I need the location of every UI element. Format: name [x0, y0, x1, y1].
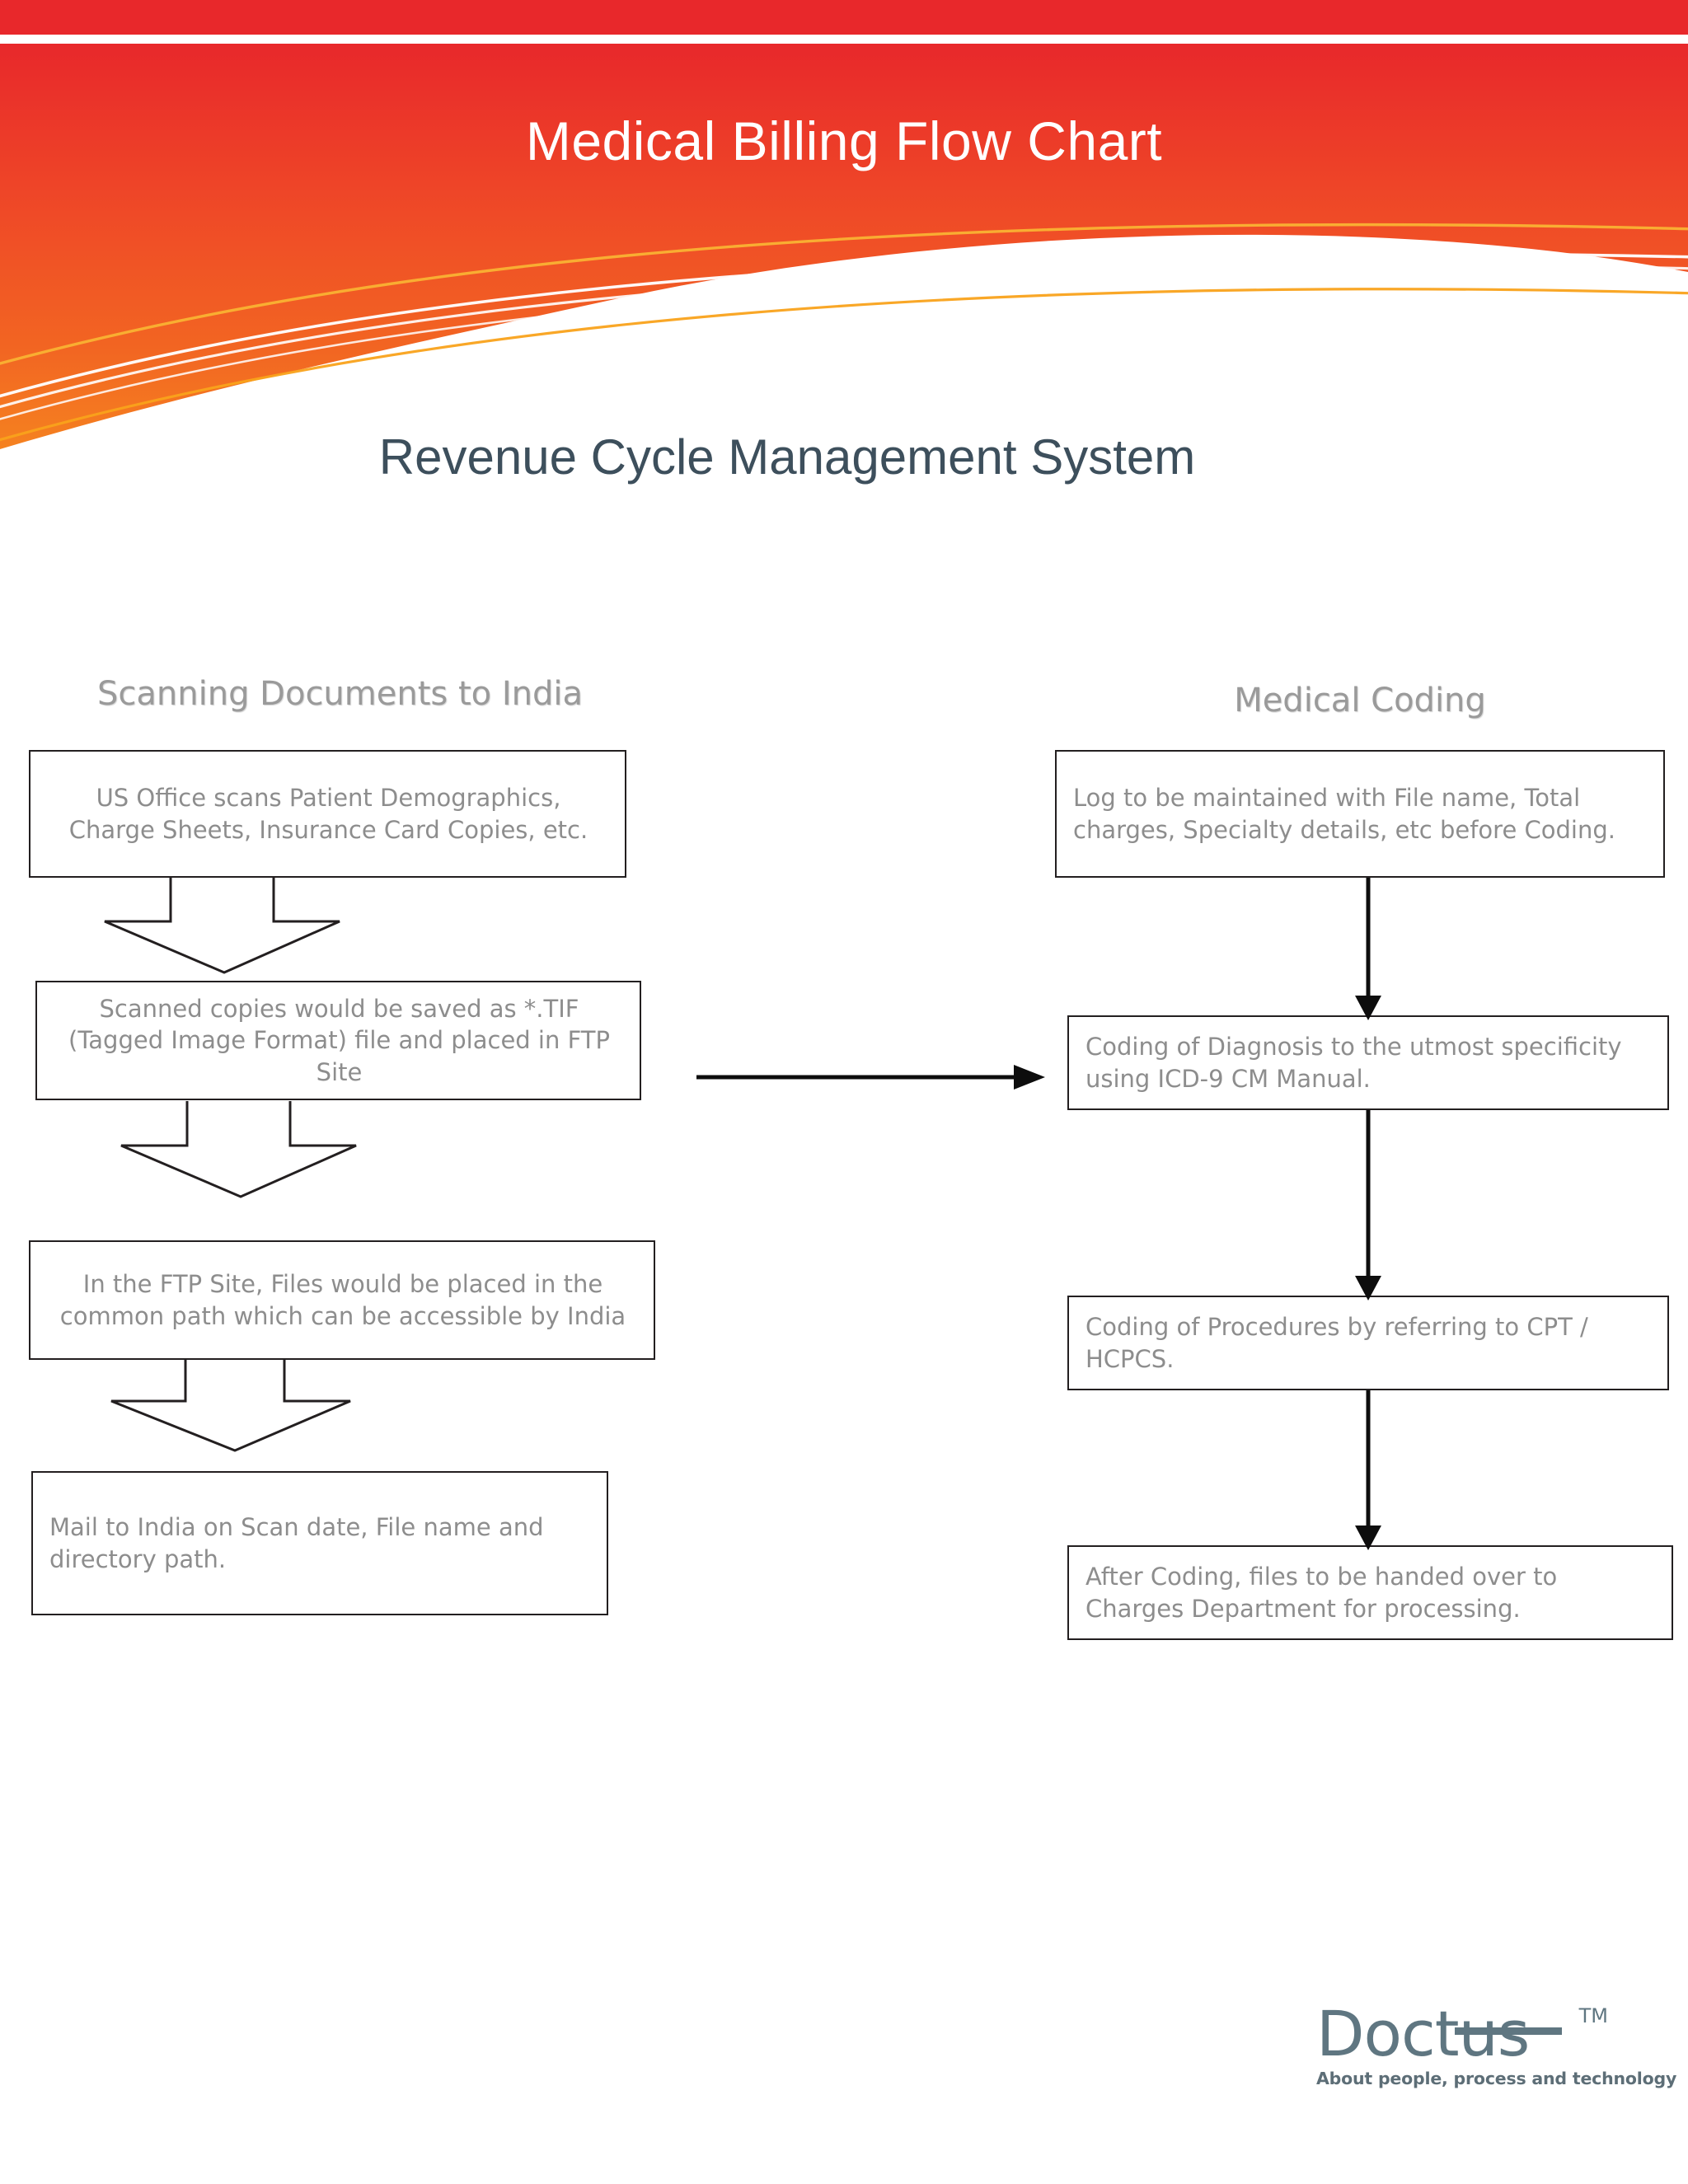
- doctus-t-crossbar-icon: [1455, 2027, 1562, 2035]
- flow-box-scanning-1[interactable]: US Office scans Patient Demographics, Ch…: [29, 750, 626, 878]
- header-graphic: [0, 0, 1688, 462]
- doctus-tagline: About people, process and technology: [1316, 2069, 1677, 2088]
- cross-column-arrow-head-icon: [1014, 1065, 1045, 1090]
- header-swoosh-lines: [0, 223, 1688, 462]
- column-heading-coding: Medical Coding: [1234, 682, 1486, 719]
- doctus-logo: Doctus TM About people, process and tech…: [1316, 2003, 1677, 2110]
- chevron-arrow-icon-2: [120, 1101, 357, 1198]
- flow-box-text: After Coding, files to be handed over to…: [1085, 1563, 1558, 1623]
- flow-box-text: Log to be maintained with File name, Tot…: [1073, 784, 1615, 844]
- trademark-symbol: TM: [1578, 2004, 1608, 2027]
- flow-box-text: In the FTP Site, Files would be placed i…: [59, 1270, 626, 1330]
- flow-box-coding-4[interactable]: After Coding, files to be handed over to…: [1067, 1545, 1673, 1640]
- column-heading-scanning: Scanning Documents to India: [97, 675, 583, 713]
- doctus-wordmark-text: Doctus TM: [1316, 2003, 1608, 2065]
- chevron-arrow-icon-3: [110, 1360, 351, 1452]
- header-banner: Medical Billing Flow Chart: [0, 0, 1688, 462]
- flow-box-coding-3[interactable]: Coding of Procedures by referring to CPT…: [1067, 1296, 1669, 1390]
- flow-box-text: Coding of Procedures by referring to CPT…: [1085, 1313, 1588, 1373]
- header-wave-shape: [0, 44, 1688, 449]
- flow-box-coding-2[interactable]: Coding of Diagnosis to the utmost specif…: [1067, 1015, 1669, 1110]
- flow-box-text: Coding of Diagnosis to the utmost specif…: [1085, 1033, 1622, 1093]
- header-white-gap: [0, 35, 1688, 44]
- page-subtitle: Revenue Cycle Management System: [378, 429, 1196, 485]
- chevron-arrow-icon-1: [104, 878, 340, 974]
- header-top-strip: [0, 0, 1688, 35]
- flow-box-text: US Office scans Patient Demographics, Ch…: [68, 784, 588, 844]
- flow-box-scanning-3[interactable]: In the FTP Site, Files would be placed i…: [29, 1240, 655, 1360]
- flow-box-coding-1[interactable]: Log to be maintained with File name, Tot…: [1055, 750, 1665, 878]
- flow-box-text: Scanned copies would be saved as *.TIF (…: [68, 995, 610, 1086]
- flow-box-scanning-2[interactable]: Scanned copies would be saved as *.TIF (…: [35, 981, 641, 1100]
- flow-box-text: Mail to India on Scan date, File name an…: [49, 1513, 544, 1573]
- page-title: Medical Billing Flow Chart: [525, 110, 1163, 171]
- flow-box-scanning-4[interactable]: Mail to India on Scan date, File name an…: [31, 1471, 608, 1615]
